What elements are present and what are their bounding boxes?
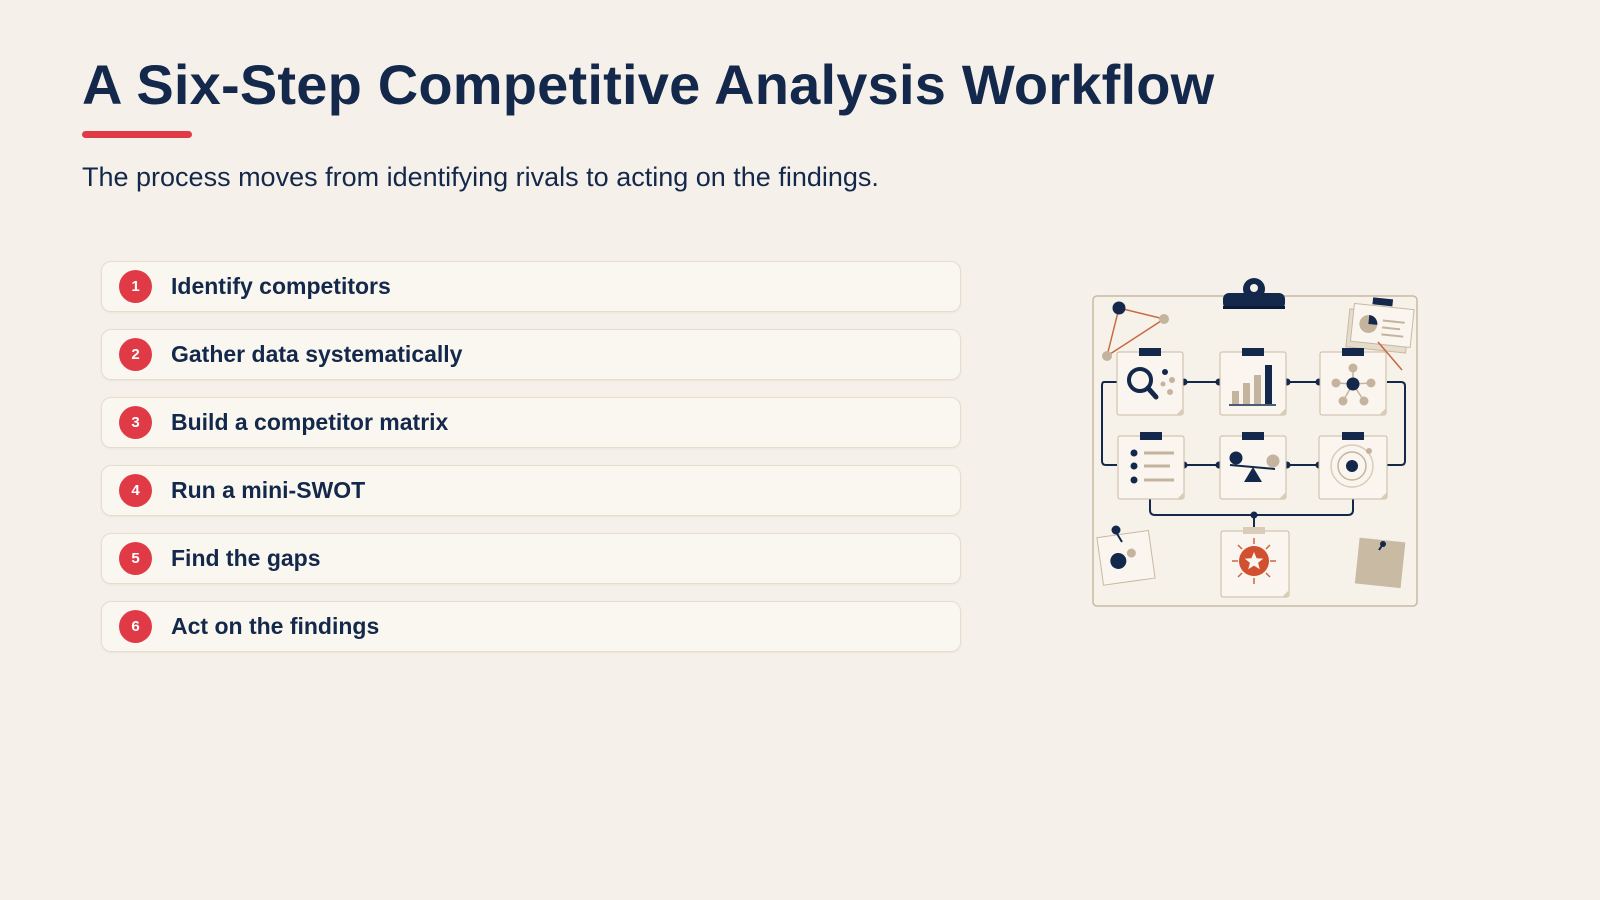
step-number-badge: 6 [119,610,152,643]
pushpin-note-icon [1096,525,1156,586]
step-number-badge: 5 [119,542,152,575]
step-number-badge: 2 [119,338,152,371]
step-item: 3 Build a competitor matrix [101,397,961,448]
target-icon [1318,432,1388,500]
step-item: 5 Find the gaps [101,533,961,584]
step-item: 4 Run a mini-SWOT [101,465,961,516]
magnifier-icon [1116,348,1184,416]
workflow-illustration [1092,278,1418,607]
step-label: Identify competitors [171,273,391,299]
step-label: Run a mini-SWOT [171,477,366,503]
pie-chart-note-icon [1345,297,1415,371]
checklist-icon [1117,432,1185,500]
step-item: 6 Act on the findings [101,601,961,652]
step-label: Find the gaps [171,545,321,571]
network-icon [1319,348,1387,416]
page-title: A Six-Step Competitive Analysis Workflow [82,53,1215,116]
bar-chart-icon [1219,348,1287,416]
step-number-badge: 1 [119,270,152,303]
step-label: Gather data systematically [171,341,463,367]
page-subtitle: The process moves from identifying rival… [82,162,879,192]
sticky-note-icon [1354,537,1406,589]
step-label: Build a competitor matrix [171,409,449,435]
step-item: 2 Gather data systematically [101,329,961,380]
step-number-badge: 3 [119,406,152,439]
title-underline [82,131,192,138]
step-number-badge: 4 [119,474,152,507]
triangle-network-icon [1102,301,1169,361]
step-item: 1 Identify competitors [101,261,961,312]
star-badge-icon [1220,527,1290,598]
balance-scale-icon [1219,432,1287,500]
steps-list: 1 Identify competitors 2 Gather data sys… [101,261,961,669]
step-label: Act on the findings [171,613,380,639]
